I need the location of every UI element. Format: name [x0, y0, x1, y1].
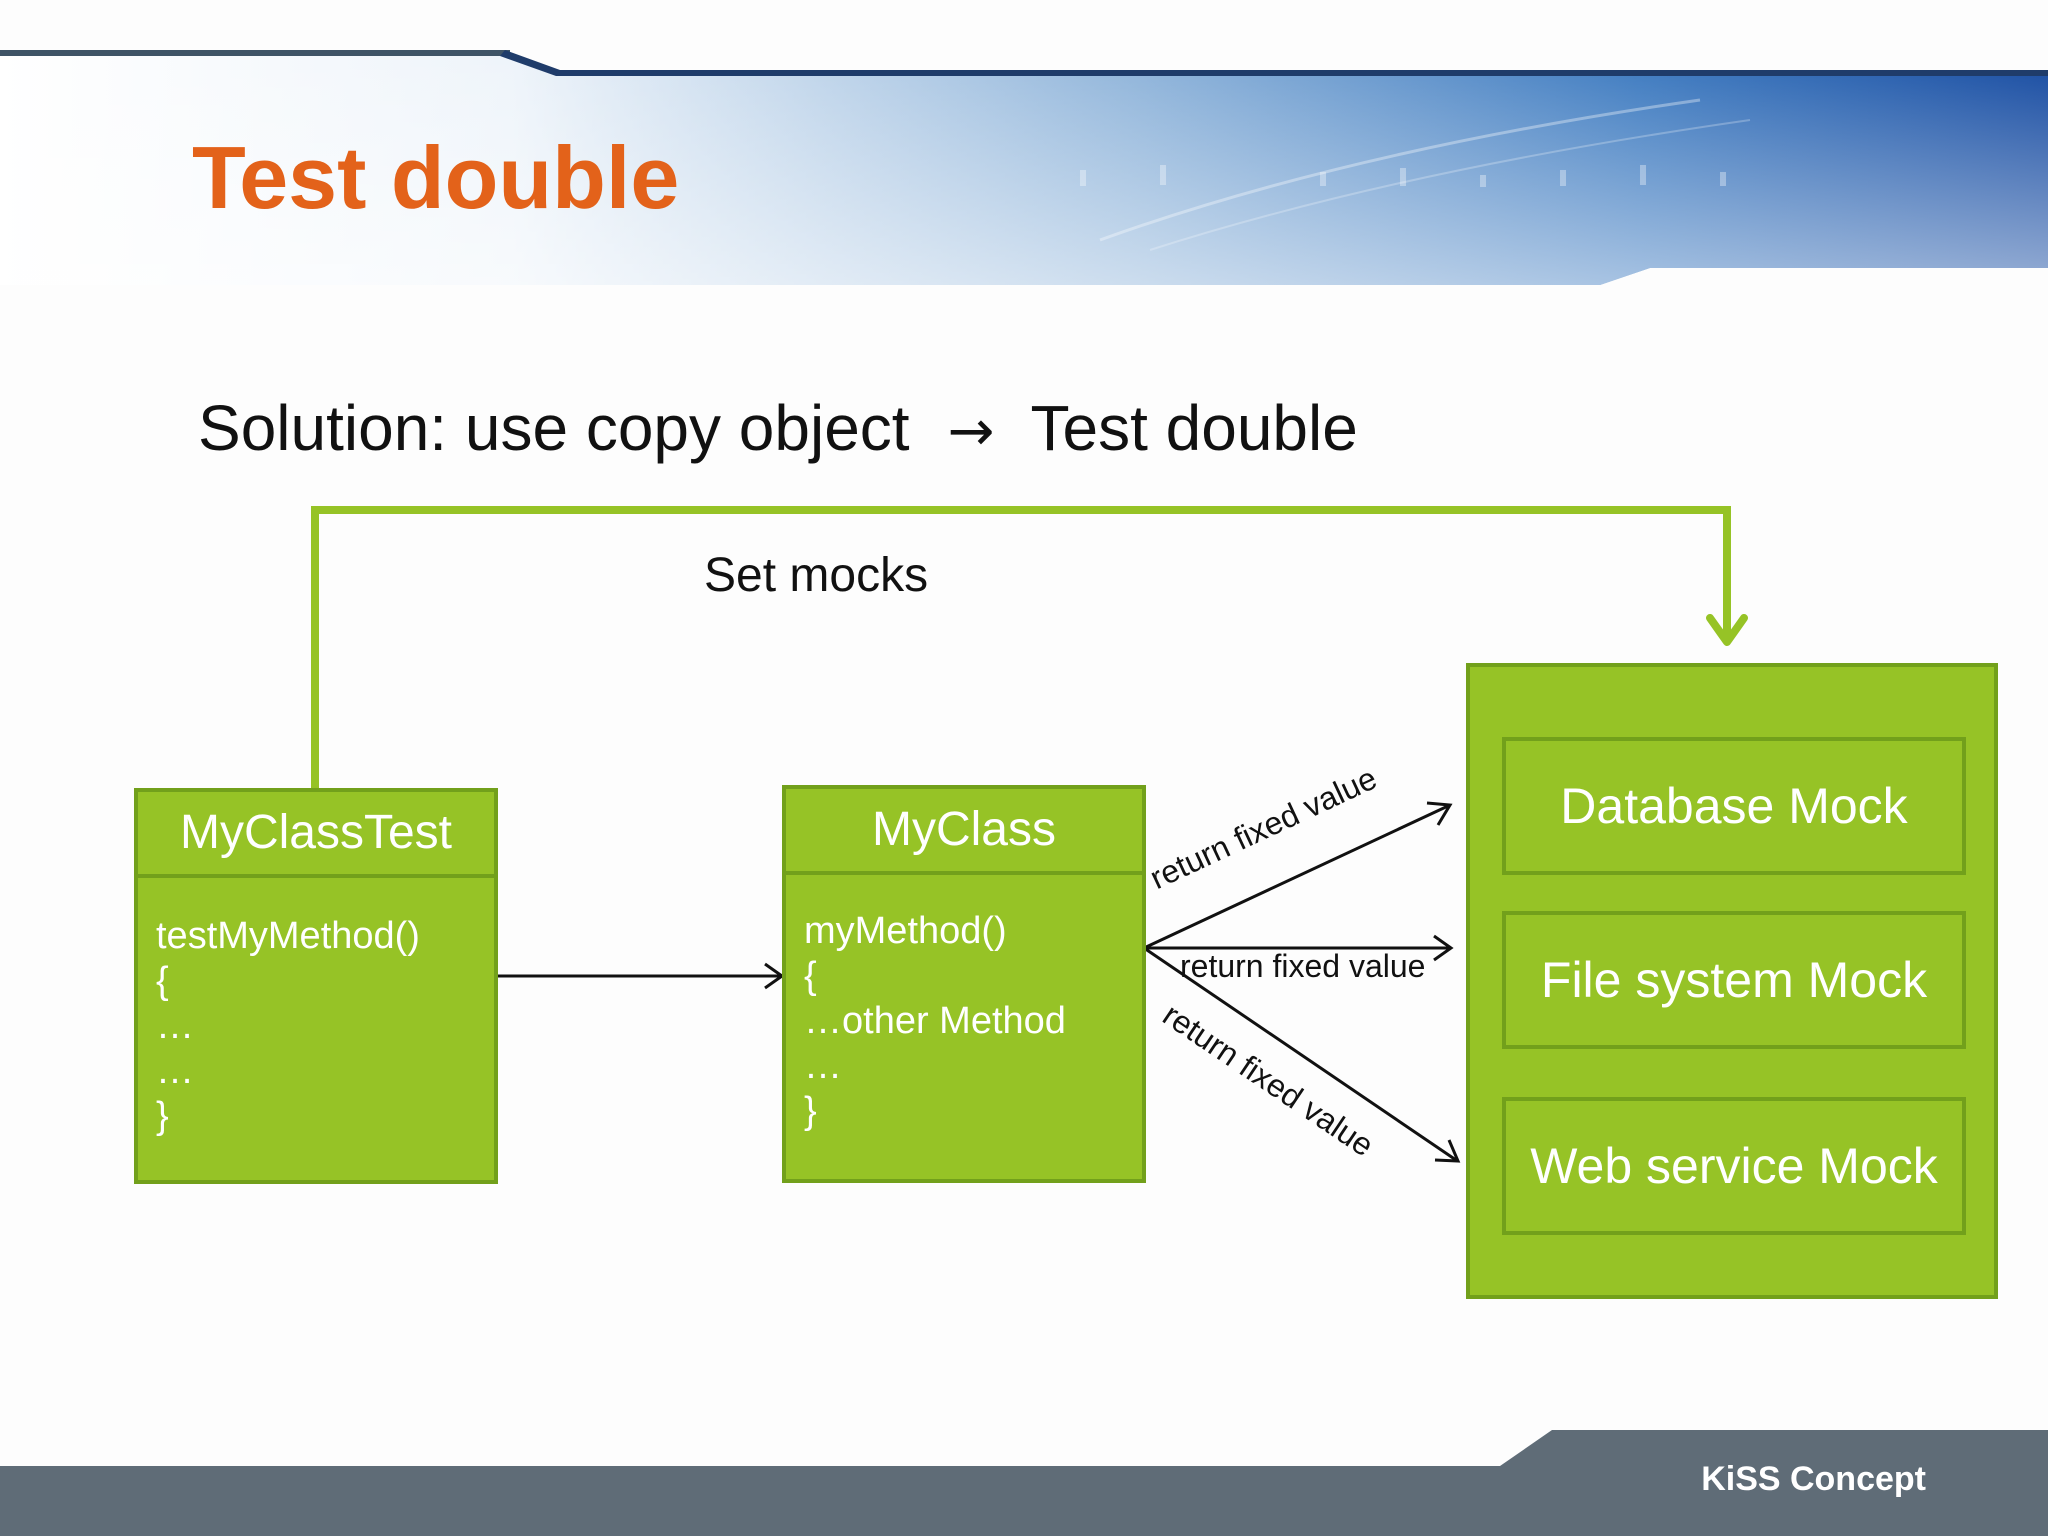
- code-line: …: [804, 1045, 842, 1087]
- code-line: …: [156, 1005, 194, 1047]
- myclasstest-name: MyClassTest: [138, 792, 494, 878]
- return-arrow-webservice-line: [1143, 946, 1457, 1162]
- edge-label-filesystem: return fixed value: [1180, 948, 1426, 984]
- slide-title: Test double: [192, 128, 680, 227]
- return-arrow-database-head: [1426, 801, 1453, 826]
- footer-brand: KiSS Concept: [1701, 1460, 1926, 1498]
- database-mock-box: Database Mock: [1502, 737, 1966, 875]
- code-line: }: [804, 1090, 817, 1132]
- return-arrow-webservice-head: [1434, 1139, 1461, 1163]
- footer-bar: [0, 1430, 2048, 1536]
- myclasstest-box: MyClassTest testMyMethod() { … … }: [134, 788, 498, 1184]
- code-line: }: [156, 1095, 169, 1137]
- subtitle: Solution: use copy object → Test double: [198, 388, 1358, 472]
- set-mocks-connector: [311, 506, 1731, 790]
- myclass-name: MyClass: [786, 789, 1142, 875]
- myclass-box: MyClass myMethod() { …other Method … }: [782, 785, 1146, 1183]
- webservice-mock-box: Web service Mock: [1502, 1097, 1966, 1235]
- subtitle-left-text: Solution: use copy object: [198, 392, 910, 464]
- code-line: {: [156, 960, 169, 1002]
- subtitle-right-text: Test double: [1030, 392, 1358, 464]
- code-line: …: [156, 1050, 194, 1092]
- code-line: …other Method: [804, 1000, 1066, 1042]
- myclass-body: myMethod() { …other Method … }: [804, 909, 1132, 1134]
- return-arrow-database-line: [1143, 804, 1449, 950]
- set-mocks-arrowhead: [1706, 614, 1748, 646]
- filesystem-mock-box: File system Mock: [1502, 911, 1966, 1049]
- right-arrow-icon: →: [947, 399, 995, 464]
- code-line: myMethod(): [804, 910, 1007, 952]
- code-line: testMyMethod(): [156, 915, 420, 957]
- return-arrow-filesystem-head: [1433, 934, 1454, 962]
- header-banner: [0, 50, 2048, 285]
- myclasstest-body: testMyMethod() { … … }: [156, 914, 484, 1139]
- set-mocks-label: Set mocks: [704, 549, 929, 602]
- code-line: {: [804, 955, 817, 997]
- mocks-container: Database Mock File system Mock Web servi…: [1466, 663, 1998, 1299]
